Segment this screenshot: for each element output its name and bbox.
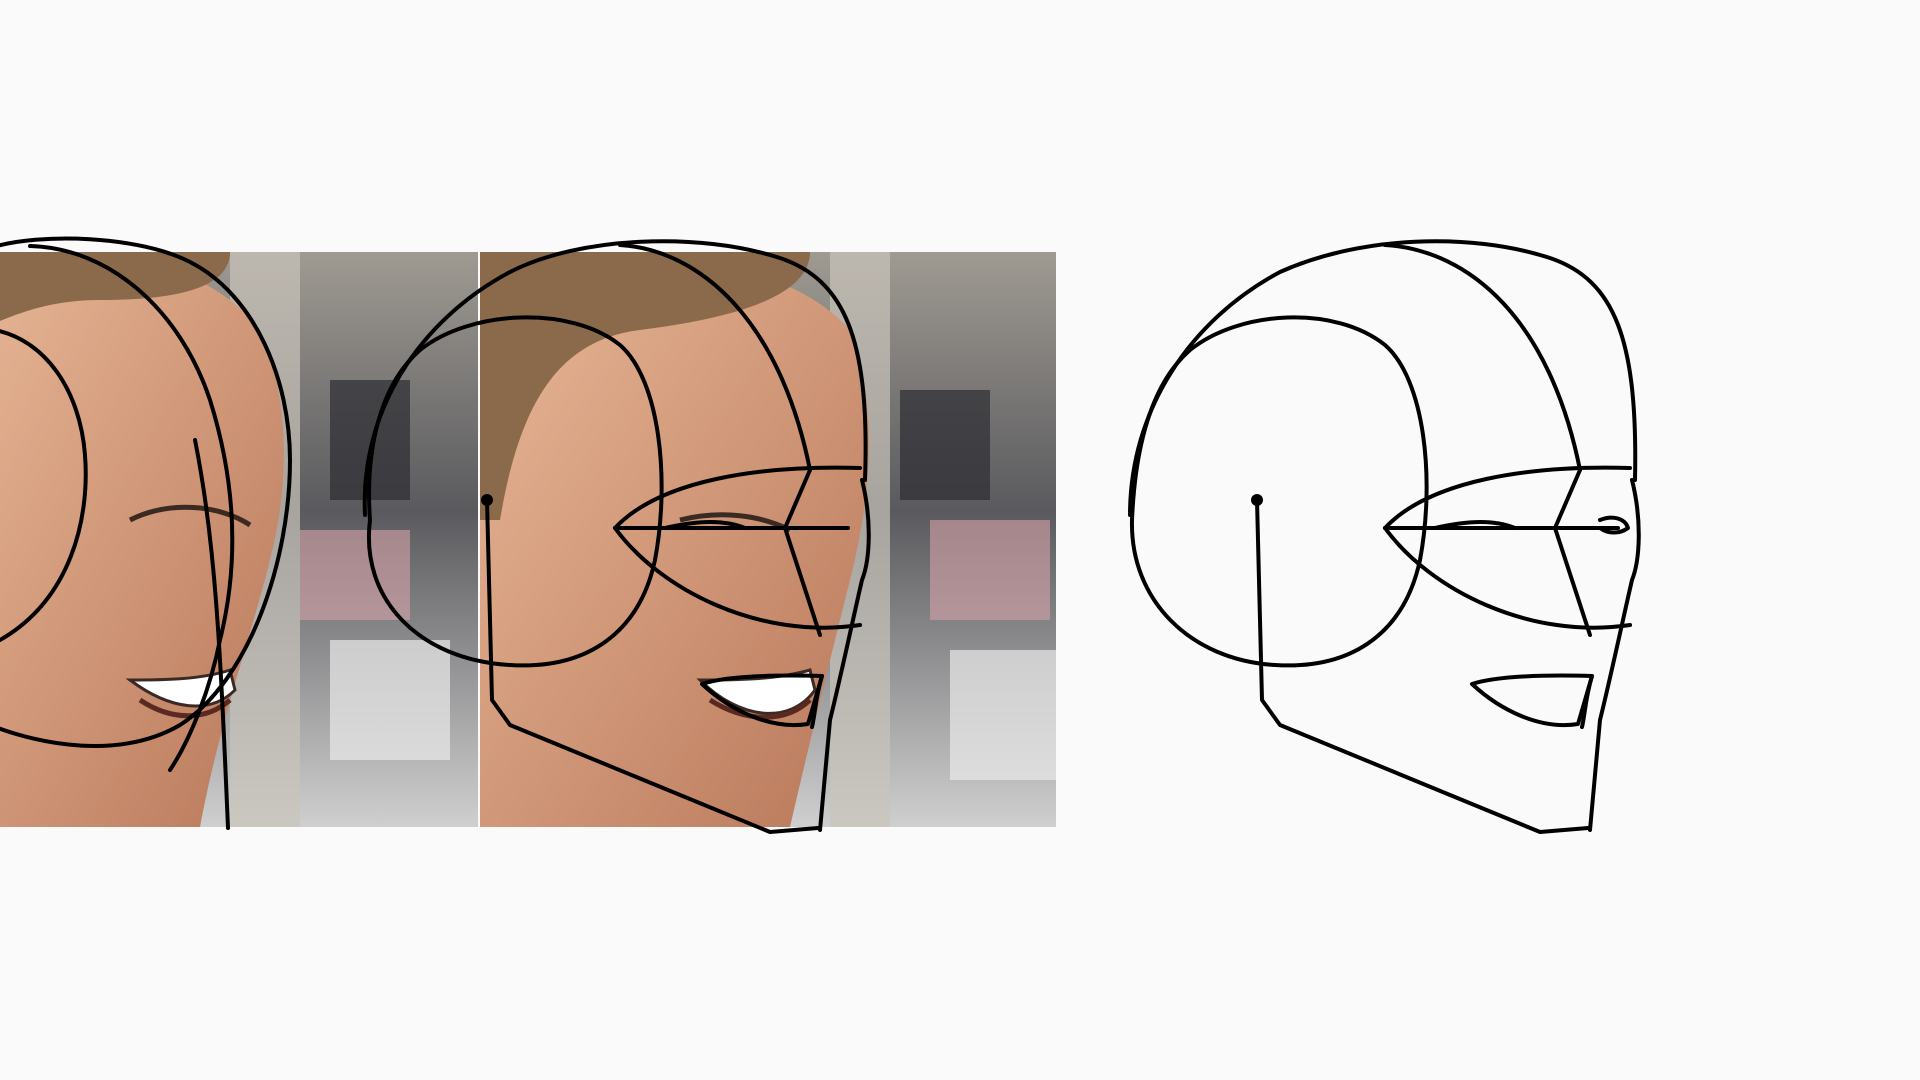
nose-line (1553, 468, 1592, 637)
nose-line (783, 468, 822, 637)
center-curve (28, 244, 235, 772)
brow-plane-bottom (613, 526, 862, 630)
cranium-outline (0, 236, 292, 748)
brow-plane-top (1383, 465, 1632, 530)
side-plane-circle (1129, 315, 1429, 668)
photo-panel-middle (480, 252, 1056, 827)
construction-lines-middle (362, 239, 871, 834)
brow-plane-top (613, 465, 862, 530)
face-front-line (1588, 478, 1641, 832)
hair-shape (0, 252, 230, 322)
side-plane-ellipse (0, 329, 88, 642)
brow-to-chin-line (193, 438, 230, 830)
mouth-shape (700, 673, 824, 727)
construction-lines-left (0, 236, 292, 830)
ear-point (1251, 494, 1263, 506)
jaw-line (1255, 498, 1590, 834)
eye-front (1598, 515, 1630, 535)
side-plane-circle (366, 315, 664, 668)
center-curve (1383, 243, 1582, 472)
photo-panel-left (0, 252, 478, 827)
eye-line (663, 520, 747, 530)
jaw-line (485, 498, 820, 834)
construction-drawing-right (1128, 239, 1641, 834)
brow-plane-bottom (1383, 526, 1632, 630)
mouth-shape (1470, 673, 1594, 727)
face-front-line (818, 478, 871, 832)
center-curve (618, 243, 812, 472)
eye-line (1433, 520, 1517, 530)
cranium-outline (1128, 239, 1638, 517)
ear-point (481, 494, 493, 506)
